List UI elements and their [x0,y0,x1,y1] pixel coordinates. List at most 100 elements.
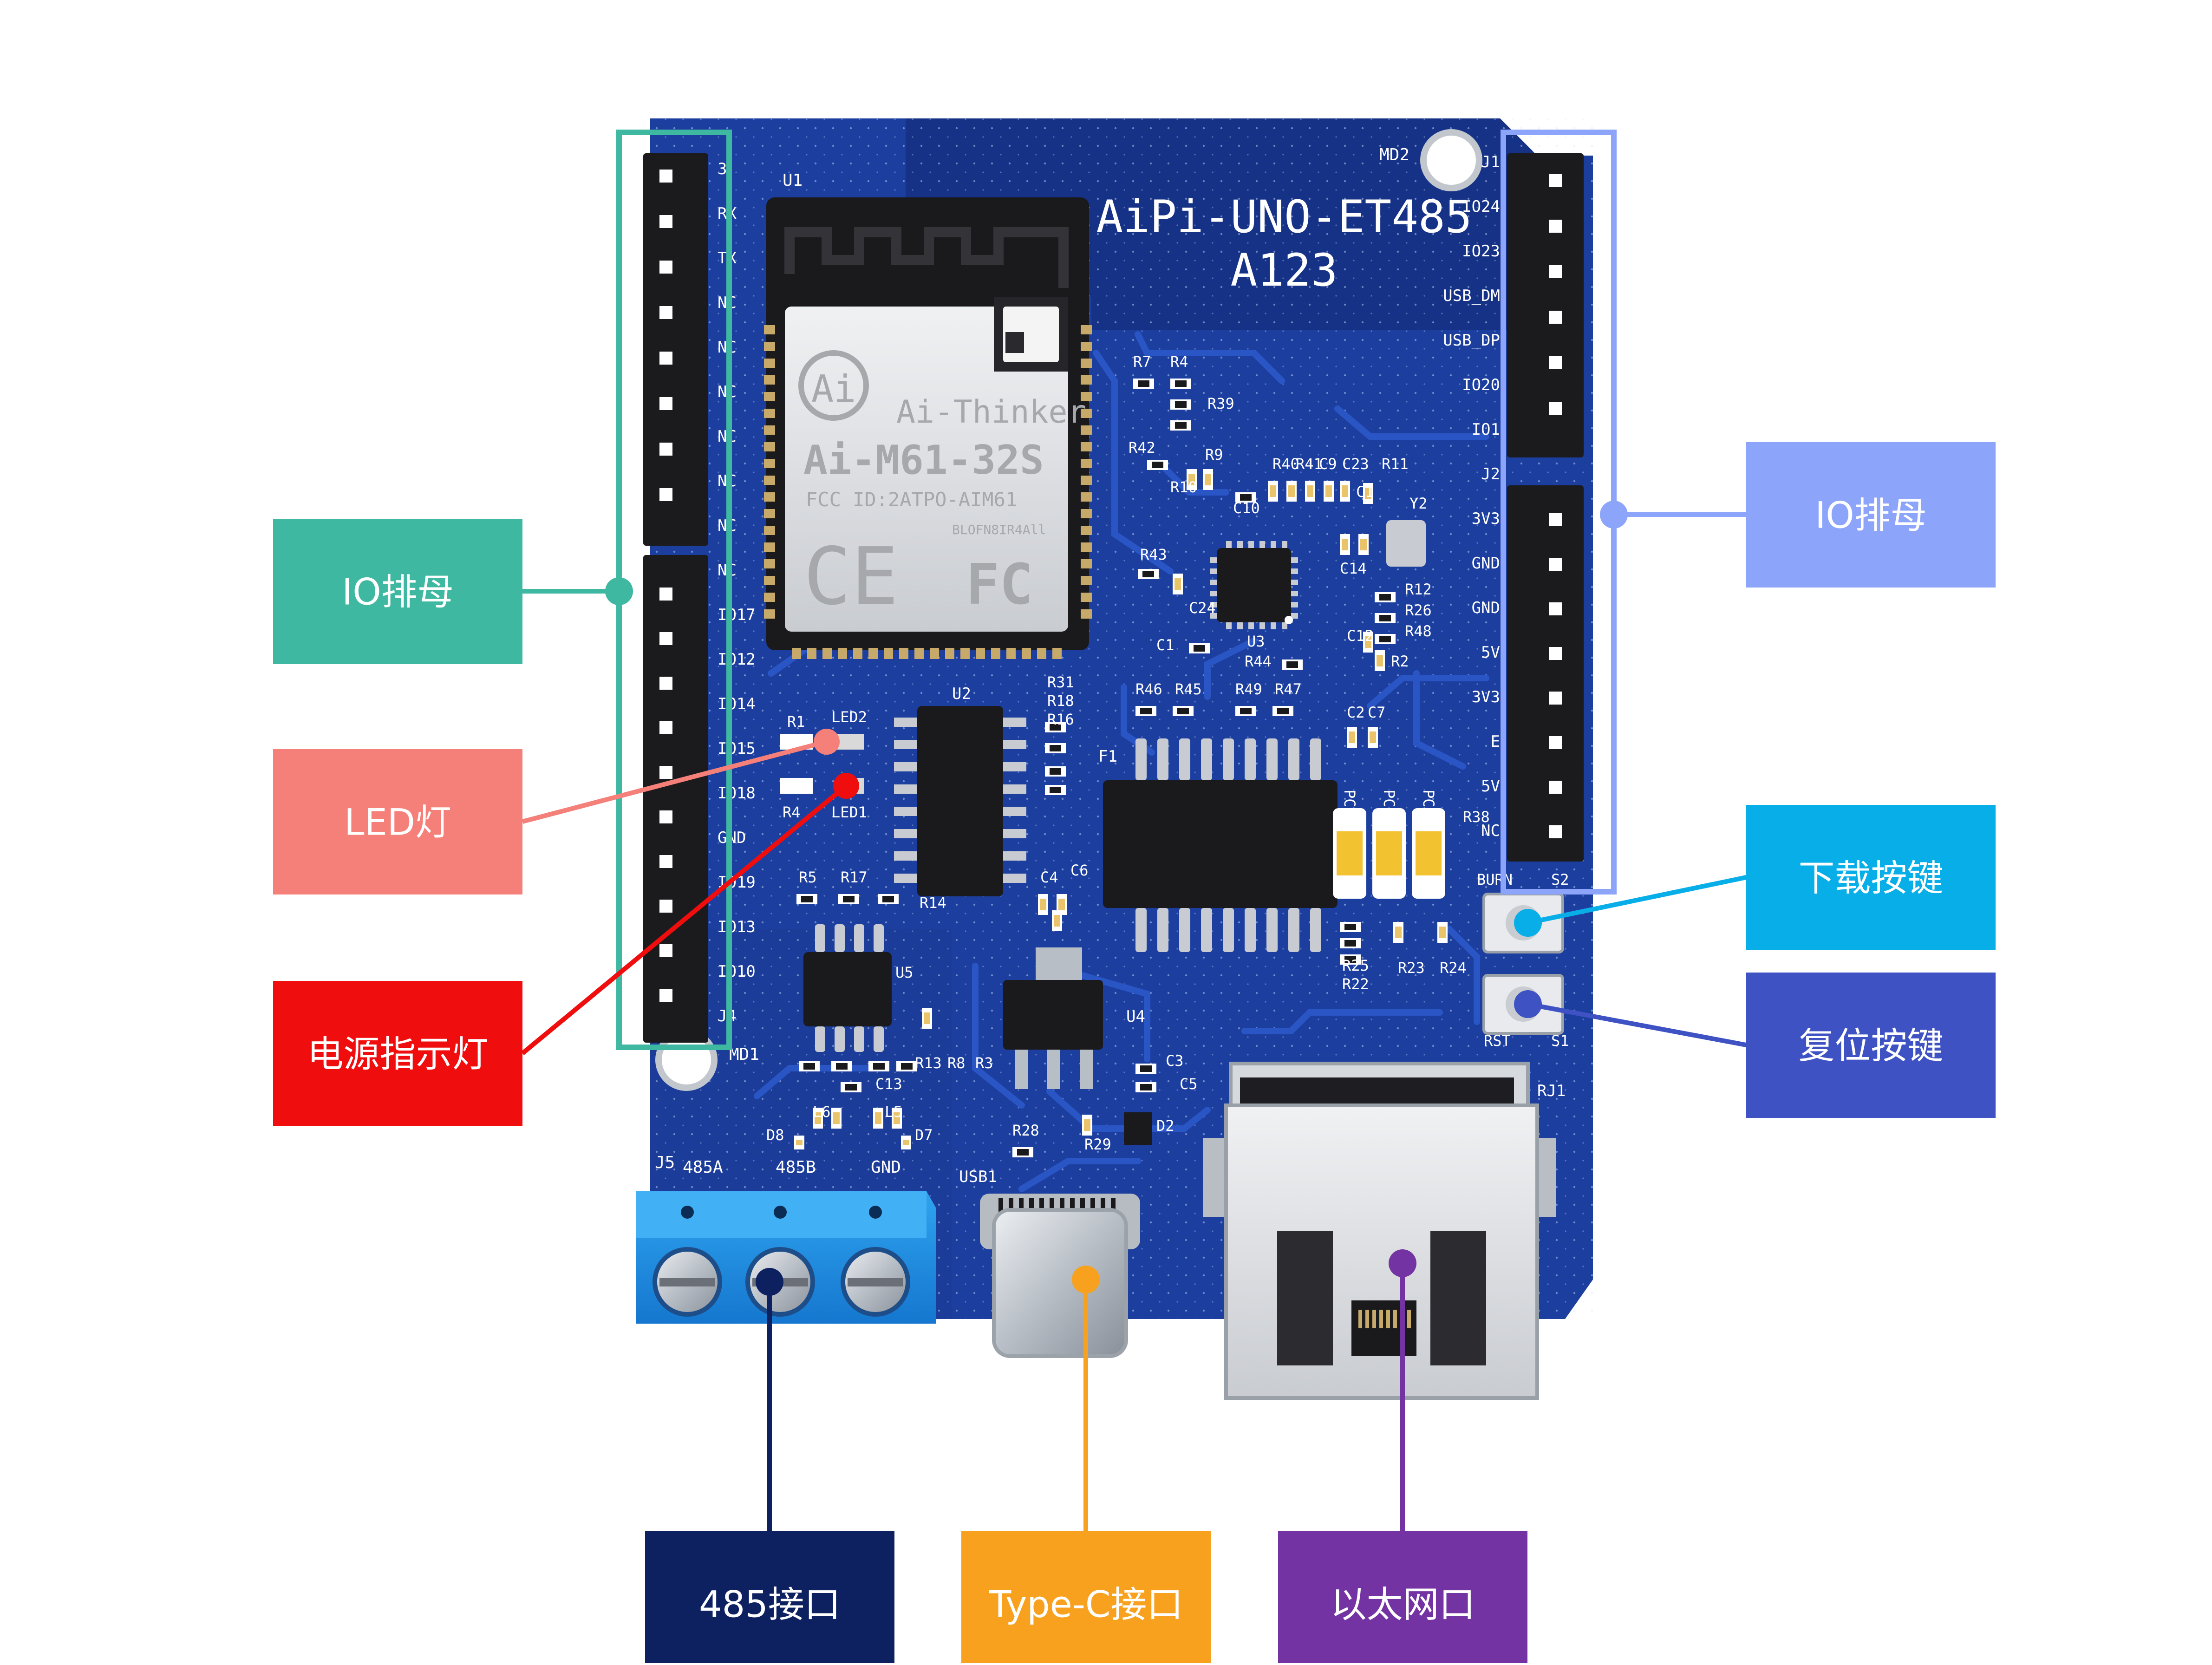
smd-body [1084,1119,1090,1131]
callout-box [1746,442,1996,588]
refdes-label: C2 [1347,704,1365,721]
smd-body [1395,927,1402,938]
ai-thinker-logo-icon [798,350,869,421]
ic-pin [1210,557,1217,563]
d2-body [1124,1112,1152,1145]
module-pad [764,342,775,351]
callout-label: IO排母 [1815,495,1926,537]
smd-body [1142,571,1154,577]
ic-pin [854,924,864,952]
socket-hole [1549,825,1562,838]
ic-pin [1310,908,1321,952]
module-pad [1052,648,1062,659]
smd-body [1360,539,1367,550]
ic-pin [1245,908,1256,952]
fcc-mark: FC [966,553,1033,617]
right-pin-label: IO24 [1462,197,1500,216]
usbc-shell[interactable] [992,1208,1128,1358]
smd-body [882,896,894,902]
right-pin-label: 5V [1481,777,1500,796]
refdes-label: R7 [1133,353,1151,371]
socket-hole [1549,736,1562,749]
left-header-upper [643,153,708,546]
silk-d2: D2 [1156,1117,1175,1135]
smd-body [815,1112,821,1124]
smd-body [873,1063,885,1070]
ic-pin [1282,541,1287,548]
ic-pin [835,1026,845,1052]
module-pad [1081,609,1092,619]
refdes-label: D8 [766,1126,784,1144]
left-pin-label: IO10 [718,962,756,981]
callout-leader-line [1527,1002,1747,1047]
smd-body [1270,485,1276,497]
refdes-label: R28 [1012,1122,1039,1139]
silk-led1: LED1 [831,803,867,821]
rj45-contact [1372,1310,1376,1328]
refdes-label: R18 [1047,692,1074,710]
callout-dot [1389,1249,1416,1277]
silk-u5: U5 [895,964,914,981]
usbc-pin [1090,1198,1095,1214]
socket-hole [659,488,672,501]
ic-pin [894,874,917,883]
callout-box [273,519,522,664]
ic-pin [1288,738,1299,780]
callout-dot [833,773,859,799]
right-pin-label: IO1 [1472,420,1500,439]
ic-pin [1248,541,1254,548]
u4-leg2 [1047,1050,1060,1089]
module-fcc: FCC ID:2ATPO-AIM61 [806,488,1017,511]
ic-pin [854,1026,864,1052]
callout-box [1746,973,1996,1118]
silk-f1: F1 [1098,747,1117,766]
module-pad [1081,476,1092,485]
silk-s2: S2 [1551,871,1569,888]
ic-pin [1259,622,1265,629]
module-pad [1081,459,1092,468]
rj45-jack-opening[interactable] [1351,1300,1416,1356]
module-pad [764,509,775,518]
refdes-label: R3 [975,1054,993,1072]
smd-body [1349,731,1355,743]
socket-hole [659,944,672,957]
ic-pin [1210,591,1217,596]
regulator-u4: U4 [1003,947,1145,1089]
smd-body [1138,380,1149,387]
refdes-label: L5 [885,1103,903,1121]
ic-pin [1245,738,1256,780]
socket-hole [659,443,672,456]
refdes-label: C7 [1368,704,1386,721]
callout-leader-line [521,784,848,1055]
callout-reset-key: 复位按键 [1514,973,1996,1118]
ic-pin [1271,622,1276,629]
ic-pin [1259,541,1265,548]
socket-hole [659,766,672,779]
callout-label: IO排母 [342,572,453,614]
ic-pin [815,1026,825,1052]
antenna-trace [784,227,1069,288]
socket-hole [1549,692,1562,705]
ic-pin [894,807,917,816]
left-pin-label: IO17 [718,606,756,624]
refdes-label: R23 [1398,959,1425,977]
u4-leg1 [1015,1050,1028,1089]
ic-pin [874,924,884,952]
smd-body [1175,380,1187,387]
refdes-label: R26 [1405,601,1432,619]
left-pin-labels: 3RXTXNCNCNCNCNCNCNCIO17IO12IO14IO15IO18G… [718,160,756,1025]
module-pad [868,648,878,659]
ic-pin [1157,908,1168,952]
callout-label: 485接口 [699,1584,841,1626]
refdes-label: C1 [1356,483,1374,501]
refdes-label: R9 [1205,446,1223,464]
refdes-label: R13 [915,1054,942,1072]
right-pin-label: 3V3 [1472,509,1500,528]
diode-d2: D2 [1124,1112,1175,1145]
rj45-contact [1358,1310,1362,1328]
module-pad [764,526,775,535]
refdes-label: R41 [1296,455,1323,473]
ic-pin [1271,541,1276,548]
